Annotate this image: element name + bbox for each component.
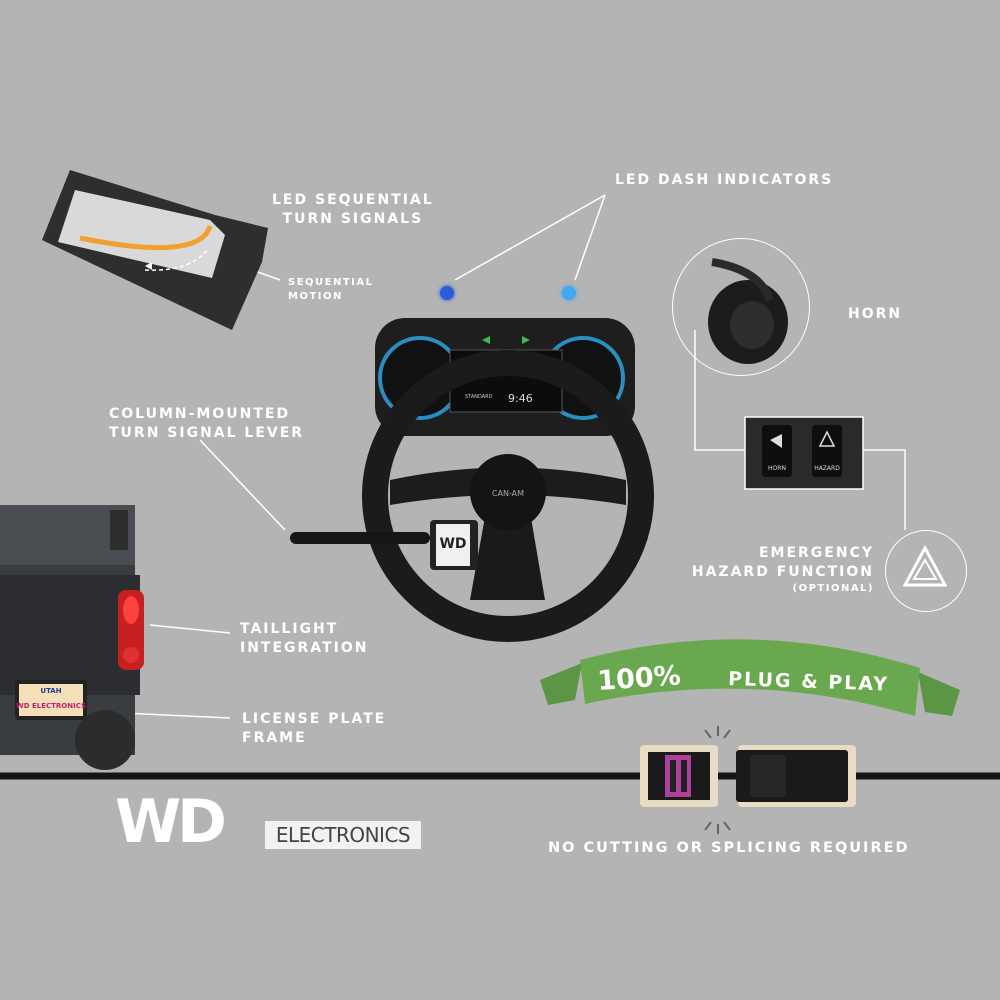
sequential-label: SEQUENTIAL MOTION <box>288 276 374 304</box>
license-label: LICENSE PLATE FRAME <box>242 710 386 748</box>
plate-text: WD ELECTRONICS <box>16 702 86 710</box>
license-line-1: LICENSE PLATE <box>242 711 387 727</box>
hazard-circle <box>885 530 967 612</box>
wheel-brand: CAN-AM <box>492 489 524 498</box>
dash-indicator-led-right <box>562 286 576 300</box>
license-line-2: FRAME <box>242 730 307 746</box>
switch-label-horn: HORN <box>768 465 786 472</box>
dash-gear-text: STANDARD <box>465 394 493 400</box>
sequential-line-1: SEQUENTIAL <box>288 277 374 288</box>
logo-mark: WD <box>115 787 227 857</box>
horn-label: HORN <box>848 306 903 322</box>
turn-signals-label: LED SEQUENTIAL TURN SIGNALS <box>272 191 434 229</box>
banner-percent: 100% <box>596 660 681 697</box>
no-cutting-label: NO CUTTING OR SPLICING REQUIRED <box>548 840 910 856</box>
plate-state: UTAH <box>40 687 61 695</box>
taillight-line-1: TAILLIGHT <box>240 621 339 637</box>
taillight-line-2: INTEGRATION <box>240 640 369 656</box>
horn-circle <box>672 238 810 376</box>
column-line-2: TURN SIGNAL LEVER <box>109 425 305 441</box>
module-logo: WD <box>439 536 466 552</box>
hazard-line-3: (OPTIONAL) <box>792 583 874 594</box>
hazard-line-2: HAZARD FUNCTION <box>691 564 874 580</box>
column-line-1: COLUMN-MOUNTED <box>109 406 291 422</box>
taillight-label: TAILLIGHT INTEGRATION <box>240 620 368 658</box>
dash-indicators-label: LED DASH INDICATORS <box>615 172 834 188</box>
switch-label-hazard: HAZARD <box>814 465 840 472</box>
dash-readout: 9:46 <box>508 392 533 405</box>
column-lever-label: COLUMN-MOUNTED TURN SIGNAL LEVER <box>109 405 304 443</box>
hazard-line-1: EMERGENCY <box>758 545 874 561</box>
hazard-label: EMERGENCY HAZARD FUNCTION (OPTIONAL) <box>664 544 874 596</box>
turn-signals-line-1: LED SEQUENTIAL <box>272 192 434 208</box>
dash-indicator-led-left <box>440 286 454 300</box>
sequential-line-2: MOTION <box>288 291 343 302</box>
logo-word: ELECTRONICS <box>265 821 421 849</box>
turn-signals-line-2: TURN SIGNALS <box>282 211 424 227</box>
